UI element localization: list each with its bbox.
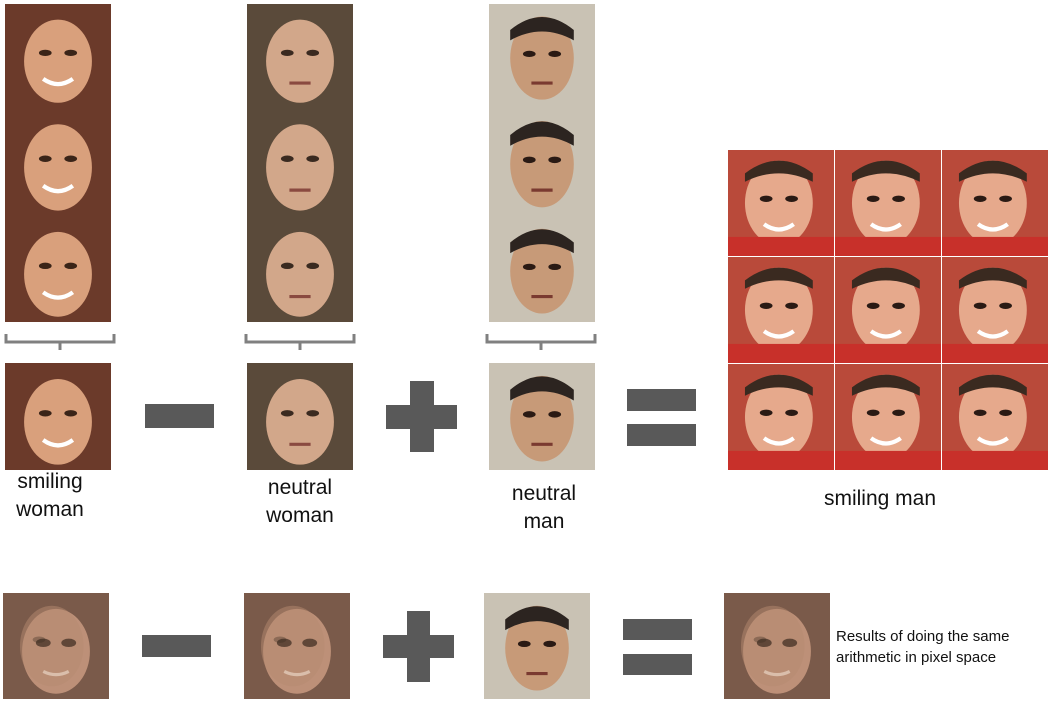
- label-smiling-woman: smiling woman: [0, 468, 100, 524]
- result-face: [728, 150, 834, 256]
- smiling-woman-face-1: [5, 4, 111, 108]
- neutral-woman-face-2: [247, 108, 353, 216]
- pixel-smiling-woman-face: [3, 593, 109, 699]
- smiling-woman-average-face: [5, 363, 111, 470]
- pixel-neutral-woman-face: [244, 593, 350, 699]
- brace-neutral-man: [485, 334, 597, 350]
- equals-icon: [623, 619, 692, 675]
- label-smiling-woman-line1: smiling: [17, 470, 83, 493]
- pixel-neutral-man-face: [484, 593, 590, 699]
- label-smiling-woman-line2: woman: [16, 498, 84, 521]
- label-neutral-woman-line2: woman: [266, 504, 334, 527]
- minus-icon: [145, 404, 214, 428]
- label-smiling-man: smiling man: [800, 485, 960, 513]
- label-neutral-woman: neutral woman: [250, 474, 350, 530]
- label-neutral-man: neutral man: [496, 480, 592, 536]
- brace-smiling-woman: [4, 334, 116, 350]
- plus-icon: [383, 611, 454, 682]
- equals-icon: [627, 389, 696, 446]
- neutral-woman-average-face: [247, 363, 353, 470]
- label-neutral-woman-line1: neutral: [267, 476, 333, 499]
- label-neutral-man-line1: neutral: [511, 482, 577, 505]
- label-neutral-man-line2: man: [523, 510, 565, 533]
- pixel-space-note: Results of doing the same arithmetic in …: [836, 626, 1048, 668]
- minus-icon: [142, 635, 211, 657]
- smiling-woman-face-2: [5, 108, 111, 216]
- pixel-space-note-line1: Results of doing the same: [836, 628, 1010, 645]
- result-face: [728, 257, 834, 363]
- neutral-man-face-2: [489, 108, 595, 216]
- neutral-woman-face-1: [247, 4, 353, 108]
- smiling-man-result-grid: [728, 150, 1048, 470]
- pixel-result-face: [724, 593, 830, 699]
- result-face: [835, 257, 941, 363]
- neutral-man-face-3: [489, 216, 595, 322]
- result-face: [835, 150, 941, 256]
- result-face: [942, 150, 1048, 256]
- pixel-space-note-line2: arithmetic in pixel space: [836, 649, 997, 666]
- result-face: [942, 364, 1048, 470]
- neutral-man-average-face: [489, 363, 595, 470]
- plus-icon: [386, 381, 457, 452]
- brace-neutral-woman: [244, 334, 356, 350]
- result-face: [728, 364, 834, 470]
- smiling-woman-face-3: [5, 216, 111, 322]
- neutral-woman-face-3: [247, 216, 353, 322]
- label-smiling-man-text: smiling man: [823, 487, 937, 510]
- result-face: [942, 257, 1048, 363]
- neutral-man-face-1: [489, 4, 595, 108]
- result-face: [835, 364, 941, 470]
